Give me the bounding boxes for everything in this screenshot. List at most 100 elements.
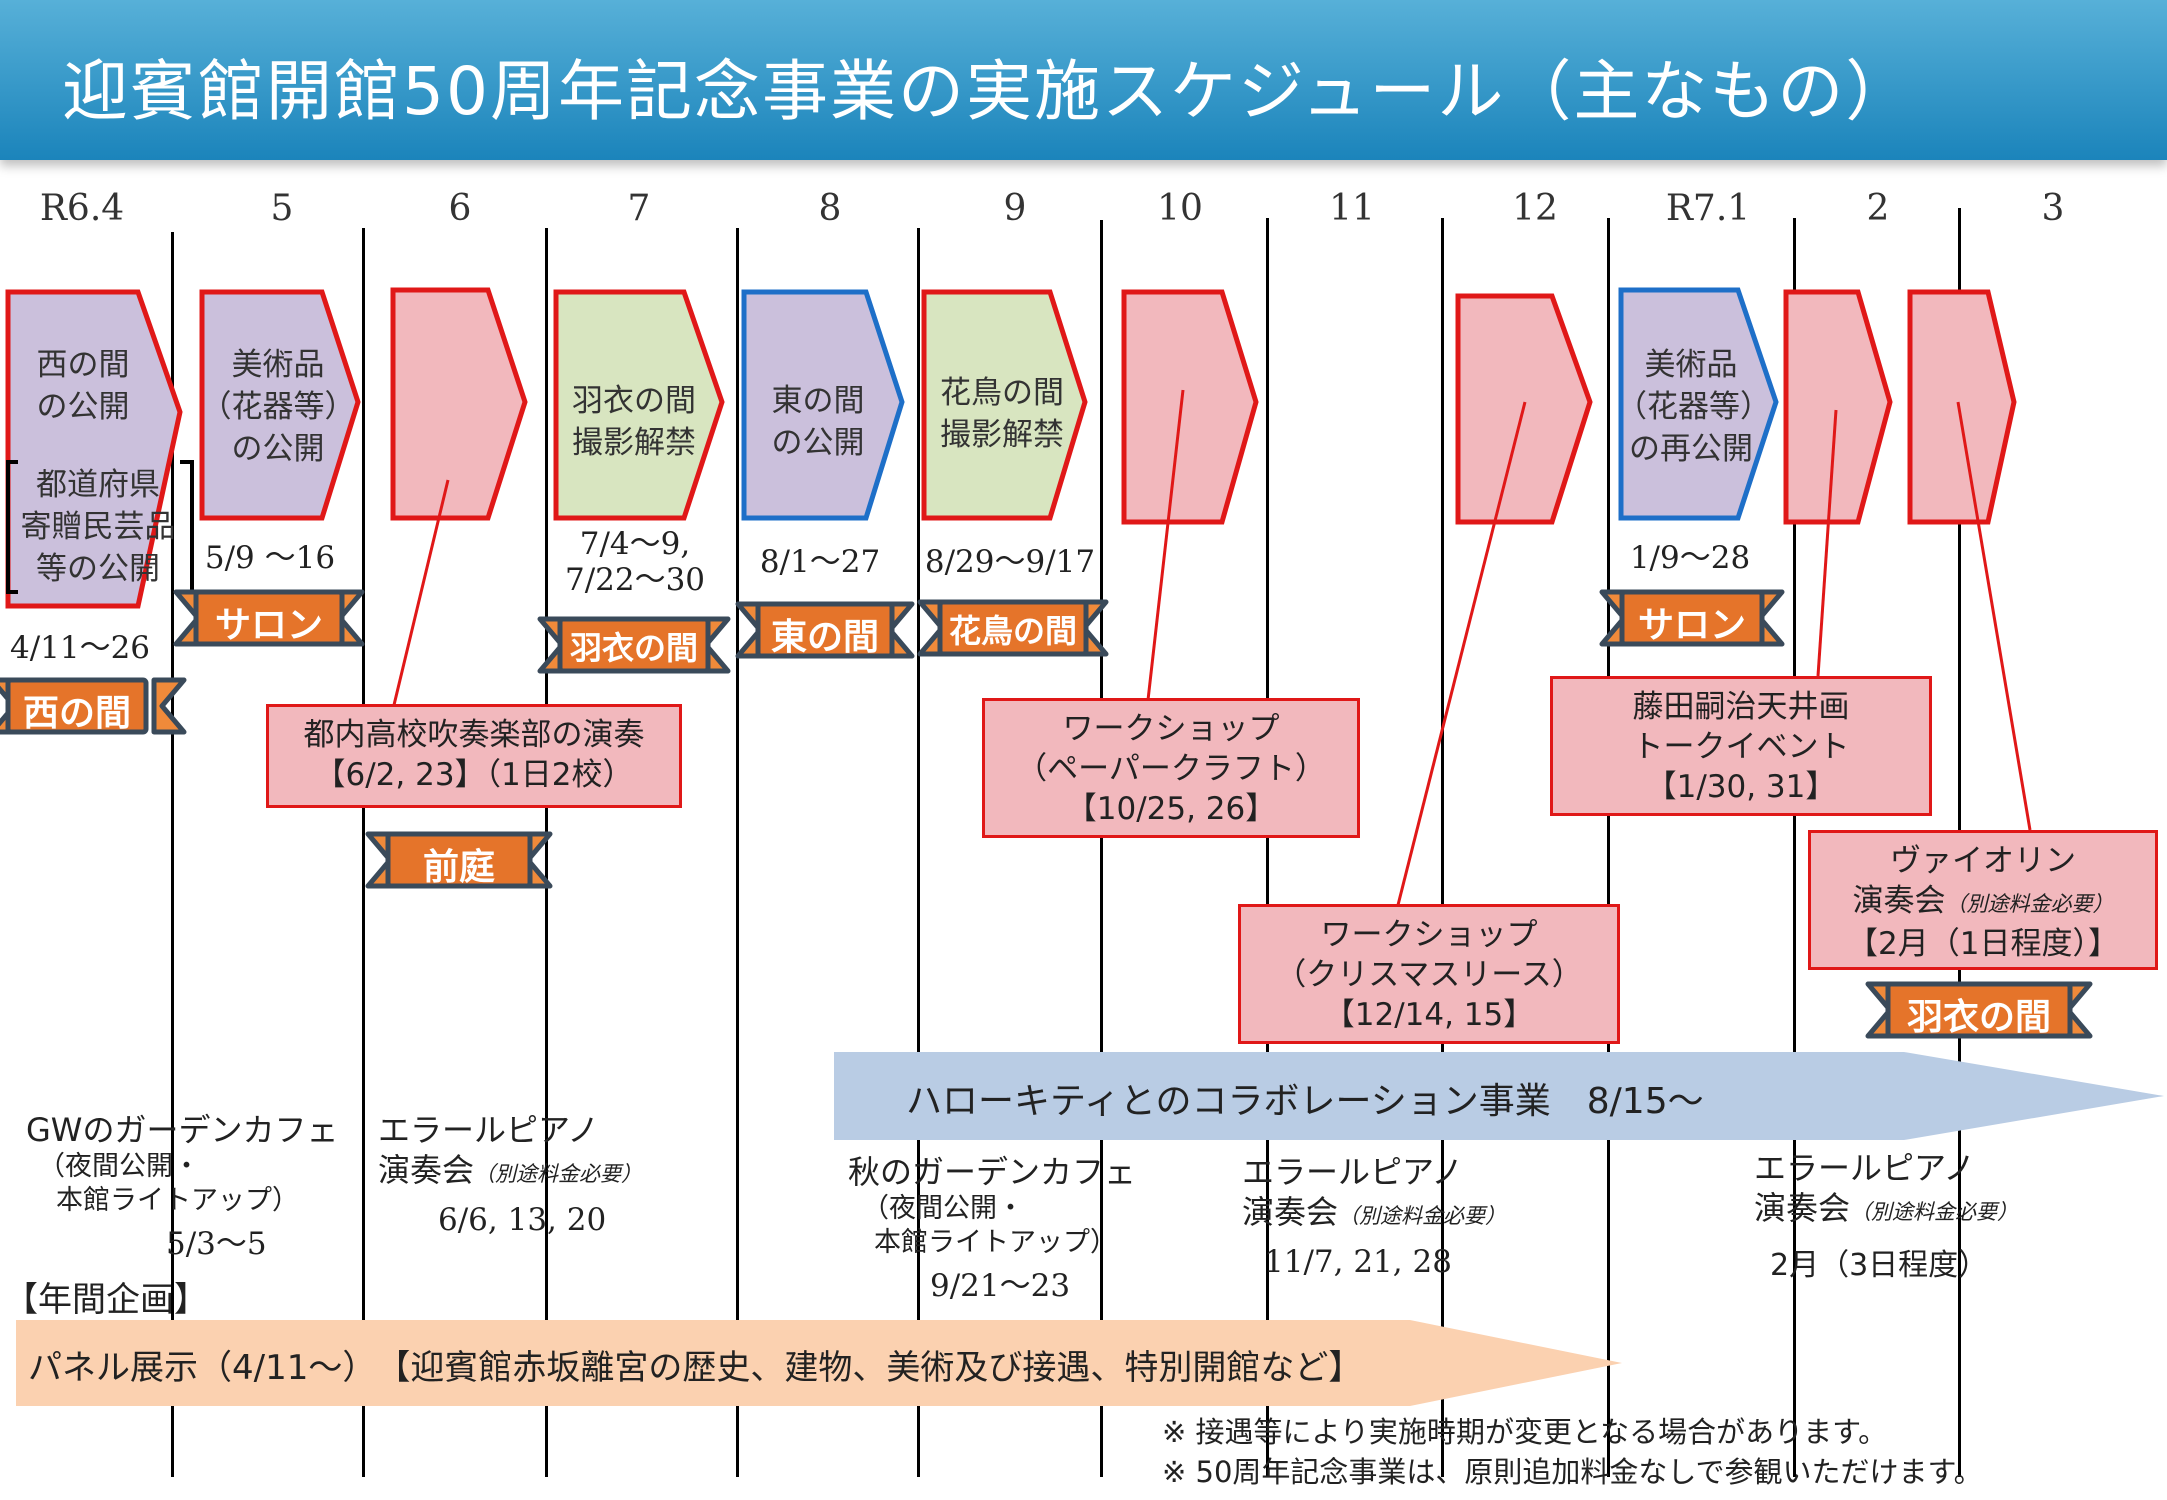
piano-title: エラールピアノ <box>378 1111 600 1149</box>
badge-salon: サロン <box>214 605 323 646</box>
exhibition-label-kacho: 花鳥の間撮影解禁 <box>940 375 1064 453</box>
month-separator <box>1607 218 1610 1477</box>
badge-hagoromo-2: 羽衣の間 <box>1906 997 2051 1038</box>
fee-note: （別途料金必要） <box>1338 1204 1507 1228</box>
month-separator <box>1266 218 1269 1477</box>
connector-line <box>1146 389 1185 701</box>
badge-ribbon-salon-2 <box>1602 589 1782 647</box>
connector-line <box>392 479 450 706</box>
month-label: 10 <box>1157 188 1203 229</box>
month-label: 3 <box>2041 188 2065 229</box>
footnote: ※ 50周年記念事業は、原則追加料金なしで参観いただけます。 <box>1162 1455 1983 1489</box>
cafe-date: 9/21～23 <box>930 1268 1071 1304</box>
month-label: 7 <box>627 188 651 229</box>
badge-ribbon-maeniwa <box>368 831 550 889</box>
piano-concert-february: エラールピアノ 演奏会（別途料金必要） 2月（3日程度） <box>1754 1148 2084 1284</box>
badge-ribbon-salon-1 <box>176 589 362 647</box>
connector-line <box>1396 401 1527 906</box>
badge-ribbon-east <box>738 601 912 659</box>
badge-east: 東の間 <box>770 617 879 658</box>
header-bar: 迎賓館開館50周年記念事業の実施スケジュール（主なもの） <box>0 0 2167 160</box>
cafe-detail-1: （夜間公開・ <box>862 1193 1024 1224</box>
month-separator <box>362 228 365 1477</box>
fee-note: （別途料金必要） <box>1850 1200 2019 1224</box>
autumn-garden-cafe: 秋のガーデンカフェ （夜間公開・ 本館ライトアップ） 9/21～23 <box>848 1152 1178 1305</box>
exhibition-label-east: 東の間の公開 <box>771 383 865 461</box>
piano-concert-november: エラールピアノ 演奏会（別途料金必要） 11/7, 21, 28 <box>1242 1152 1572 1280</box>
hello-kitty-arrow <box>834 1052 2164 1140</box>
badge-hagoromo: 羽衣の間 <box>569 629 698 667</box>
hello-kitty-label: ハローキティとのコラボレーション事業 8/15～ <box>906 1081 1704 1122</box>
month-label: 8 <box>818 188 842 229</box>
month-label: 9 <box>1003 188 1027 229</box>
panel-exhibition-arrow <box>16 1320 1622 1406</box>
month-separator <box>736 228 739 1477</box>
annual-heading: 【年間企画】 <box>4 1280 208 1320</box>
event-box-christmas-wreath: ワークショップ（クリスマスリース）【12/14, 15】 <box>1238 904 1620 1044</box>
exhibition-date-hagoromo: 7/4～9,7/22～30 <box>564 526 706 598</box>
badge-salon-2: サロン <box>1637 605 1746 646</box>
exhibition-date-art-again: 1/9～28 <box>1629 540 1751 576</box>
page-title: 迎賓館開館50周年記念事業の実施スケジュール（主なもの） <box>62 53 1914 130</box>
exhibition-label-prefectural: 都道府県寄贈民芸品等の公開 <box>20 467 176 587</box>
badge-west: 西の間 <box>22 693 131 734</box>
month-separator <box>917 228 920 1477</box>
exhibition-date-kacho: 8/29～9/17 <box>924 544 1096 580</box>
panel-exhibition-label: パネル展示（4/11～） 【迎賓館赤坂離宮の歴史、建物、美術及び接遇、特別開館な… <box>28 1348 1363 1388</box>
month-separator <box>1793 218 1796 1477</box>
event-arrow-february <box>1907 289 2017 525</box>
exhibition-arrow-kacho <box>921 289 1088 521</box>
event-arrow-june <box>390 287 528 521</box>
badge-ribbon-west <box>0 677 184 735</box>
month-label: 5 <box>270 188 294 229</box>
exhibition-label-west: 西の間の公開 <box>36 347 130 425</box>
piano-line2: 演奏会 <box>1754 1189 1851 1227</box>
cafe-date: 5/3～5 <box>166 1226 267 1262</box>
exhibition-label-hagoromo: 羽衣の間撮影解禁 <box>572 383 696 461</box>
exhibition-date-art: 5/9 ～16 <box>204 540 336 576</box>
cafe-title: 秋のガーデンカフェ <box>848 1153 1137 1191</box>
cafe-title: GWのガーデンカフェ <box>26 1111 339 1149</box>
exhibition-arrow-art <box>199 289 361 521</box>
month-separator <box>1100 220 1103 1477</box>
exhibition-arrow-art-again <box>1618 287 1779 521</box>
event-box-brass-band: 都内高校吹奏楽部の演奏【6/2, 23】（1日2校） <box>266 704 682 808</box>
badge-ribbon-hagoromo <box>540 616 728 674</box>
month-separator <box>545 228 548 1477</box>
fee-note: （別途料金必要） <box>474 1162 643 1186</box>
event-box-talk-event: 藤田嗣治天井画トークイベント【1/30, 31】 <box>1550 676 1932 816</box>
exhibition-arrow-hagoromo <box>553 289 725 521</box>
piano-concert-june: エラールピアノ 演奏会（別途料金必要） 6/6, 13, 20 <box>378 1110 708 1238</box>
connector-line <box>1956 401 2032 831</box>
month-label: R7.1 <box>1665 188 1751 229</box>
connector-line <box>1816 409 1838 677</box>
piano-line2: 演奏会 <box>1242 1193 1339 1231</box>
bracket-left <box>6 460 18 594</box>
event-box-paper-craft: ワークショップ（ペーパークラフト）【10/25, 26】 <box>982 698 1360 838</box>
month-separator <box>1441 218 1444 1477</box>
exhibition-arrow-east <box>741 289 905 521</box>
fee-note: （別途料金必要） <box>1945 892 2114 916</box>
month-label: R6.4 <box>39 188 125 229</box>
badge-ribbon-kacho <box>920 599 1106 657</box>
cafe-detail-1: （夜間公開・ <box>38 1151 200 1182</box>
piano-line2: 演奏会 <box>378 1151 475 1189</box>
month-label: 12 <box>1512 188 1558 229</box>
piano-title: エラールピアノ <box>1754 1149 1976 1187</box>
month-label: 2 <box>1866 188 1890 229</box>
piano-date: 11/7, 21, 28 <box>1264 1244 1452 1280</box>
exhibition-label-art: 美術品（花器等）の公開 <box>200 347 356 467</box>
gw-garden-cafe: GWのガーデンカフェ （夜間公開・ 本館ライトアップ） 5/3～5 <box>26 1110 356 1263</box>
badge-maeniwa: 前庭 <box>422 847 495 888</box>
month-label: 6 <box>448 188 472 229</box>
piano-date: 2月（3日程度） <box>1770 1248 1989 1283</box>
badge-kacho: 花鳥の間 <box>948 612 1077 650</box>
badge-ribbon-hagoromo-2 <box>1868 981 2090 1039</box>
month-separator <box>171 232 174 1477</box>
cafe-detail-2: 本館ライトアップ） <box>874 1227 1117 1258</box>
piano-title: エラールピアノ <box>1242 1153 1464 1191</box>
event-box-violin: ヴァイオリン 演奏会（別途料金必要） 【2月（1日程度）】 <box>1808 830 2158 970</box>
exhibition-date-west: 4/11～26 <box>9 630 151 666</box>
exhibition-label-art-again: 美術品（花器等）の再公開 <box>1616 347 1771 467</box>
